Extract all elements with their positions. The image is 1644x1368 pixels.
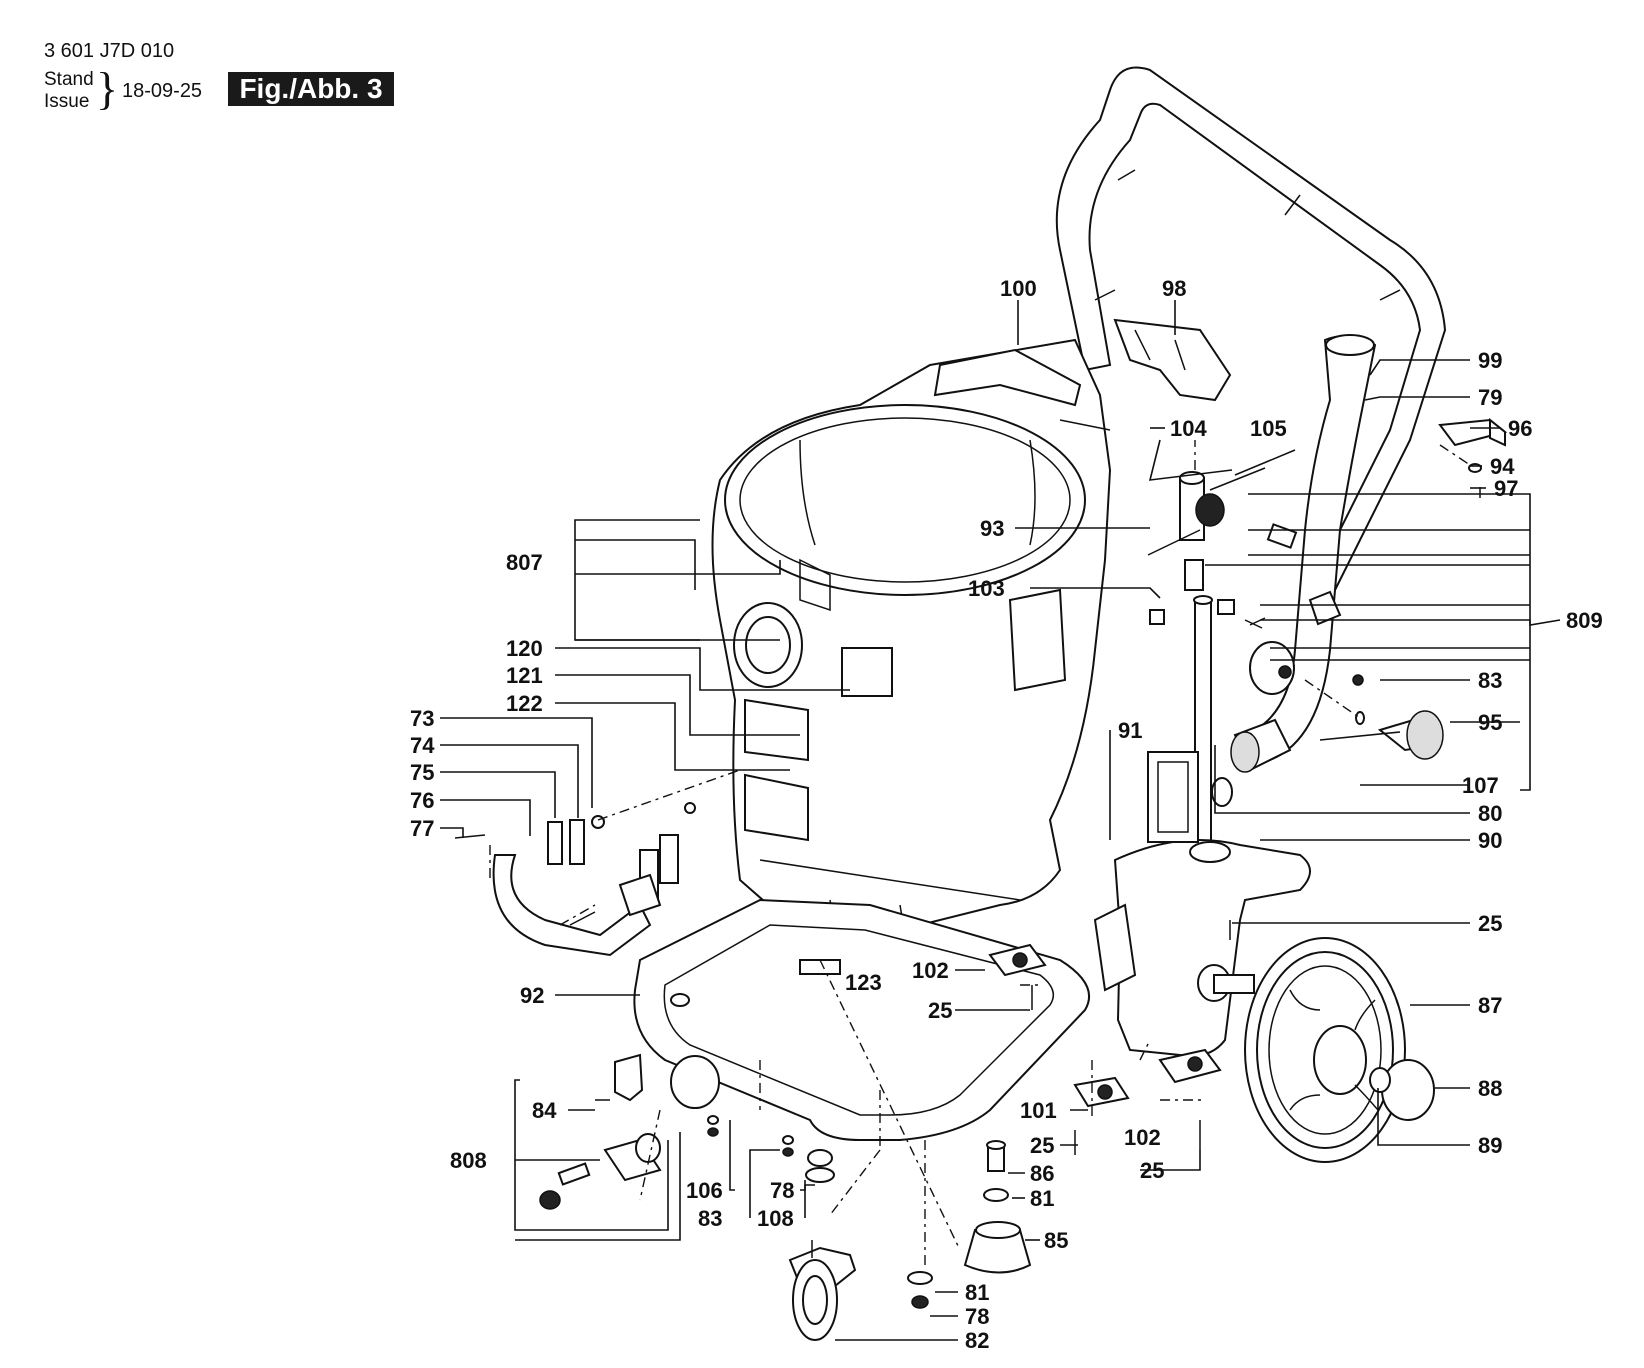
label-106: 106 xyxy=(686,1178,723,1203)
label-809: 809 xyxy=(1566,608,1603,633)
label-89: 89 xyxy=(1478,1133,1502,1158)
label-84: 84 xyxy=(532,1098,557,1123)
hose-bend-drawing xyxy=(1230,334,1377,773)
label-74: 74 xyxy=(410,733,435,758)
part-number-labels: 100 98 99 79 96 94 97 104 105 93 103 809… xyxy=(410,276,1603,1353)
label-82: 82 xyxy=(965,1328,989,1353)
label-91: 91 xyxy=(1118,718,1142,743)
label-121: 121 xyxy=(506,663,543,688)
wheel-87-drawing xyxy=(1197,937,1435,1163)
brace-symbol: } xyxy=(96,63,119,114)
side-handle-drawing xyxy=(454,802,696,957)
connector-809-drawing xyxy=(1244,590,1444,760)
label-100: 100 xyxy=(1000,276,1037,301)
leader-lines xyxy=(440,300,1561,1341)
document-number: 3 601 J7D 010 xyxy=(44,40,175,62)
label-104: 104 xyxy=(1170,416,1207,441)
label-78-a: 78 xyxy=(770,1178,794,1203)
label-25-b: 25 xyxy=(928,998,952,1023)
assembly-dashed-lines xyxy=(489,440,1471,1265)
clips-drawing xyxy=(988,943,1222,1108)
label-102-a: 102 xyxy=(912,958,949,983)
label-92: 92 xyxy=(520,983,544,1008)
label-87: 87 xyxy=(1478,993,1502,1018)
label-80: 80 xyxy=(1478,801,1502,826)
figure-label: Fig./Abb. 3 xyxy=(228,72,394,106)
chassis-90-drawing xyxy=(1093,751,1311,1057)
label-102-b: 102 xyxy=(1124,1125,1161,1150)
label-95: 95 xyxy=(1478,710,1502,735)
label-25-d: 25 xyxy=(1140,1158,1164,1183)
label-120: 120 xyxy=(506,636,543,661)
foot-85-drawing xyxy=(907,1140,1032,1309)
label-105: 105 xyxy=(1250,416,1287,441)
label-122: 122 xyxy=(506,691,543,716)
screws-drawing xyxy=(1031,467,1266,1155)
label-83-top: 83 xyxy=(1478,668,1502,693)
label-73: 73 xyxy=(410,706,434,731)
stand-label: Stand xyxy=(44,69,94,90)
label-90: 90 xyxy=(1478,828,1502,853)
caster-82-drawing xyxy=(788,1240,857,1341)
label-99: 99 xyxy=(1478,348,1502,373)
holder-96-drawing xyxy=(1438,417,1508,498)
label-103: 103 xyxy=(968,576,1005,601)
label-108: 108 xyxy=(757,1206,794,1231)
label-77: 77 xyxy=(410,816,434,841)
label-96: 96 xyxy=(1508,416,1532,441)
handle-drawing xyxy=(1055,66,1447,602)
label-25-a: 25 xyxy=(1478,911,1502,936)
label-98: 98 xyxy=(1162,276,1186,301)
label-25-c: 25 xyxy=(1030,1133,1054,1158)
label-94: 94 xyxy=(1490,454,1515,479)
label-86: 86 xyxy=(1030,1161,1054,1186)
label-107: 107 xyxy=(1462,773,1499,798)
issue-date: 18-09-25 xyxy=(122,80,203,102)
label-807: 807 xyxy=(506,550,543,575)
issue-label: Issue xyxy=(44,91,90,112)
label-81-b: 81 xyxy=(965,1280,989,1305)
label-75: 75 xyxy=(410,760,434,785)
dust-container-drawing xyxy=(711,338,1112,939)
label-101: 101 xyxy=(1020,1098,1057,1123)
label-79: 79 xyxy=(1478,385,1502,410)
top-part-100-drawing xyxy=(933,348,1082,407)
base-frame-92-drawing xyxy=(633,898,1090,1141)
label-78-b: 78 xyxy=(965,1304,989,1329)
label-97: 97 xyxy=(1494,476,1518,501)
label-81-a: 81 xyxy=(1030,1186,1054,1211)
label-123: 123 xyxy=(845,970,882,995)
label-808: 808 xyxy=(450,1148,487,1173)
bracket-98-drawing xyxy=(1113,318,1232,402)
label-88: 88 xyxy=(1478,1076,1502,1101)
label-76: 76 xyxy=(410,788,434,813)
label-85: 85 xyxy=(1044,1228,1068,1253)
label-93: 93 xyxy=(980,516,1004,541)
label-83-bottom: 83 xyxy=(698,1206,722,1231)
